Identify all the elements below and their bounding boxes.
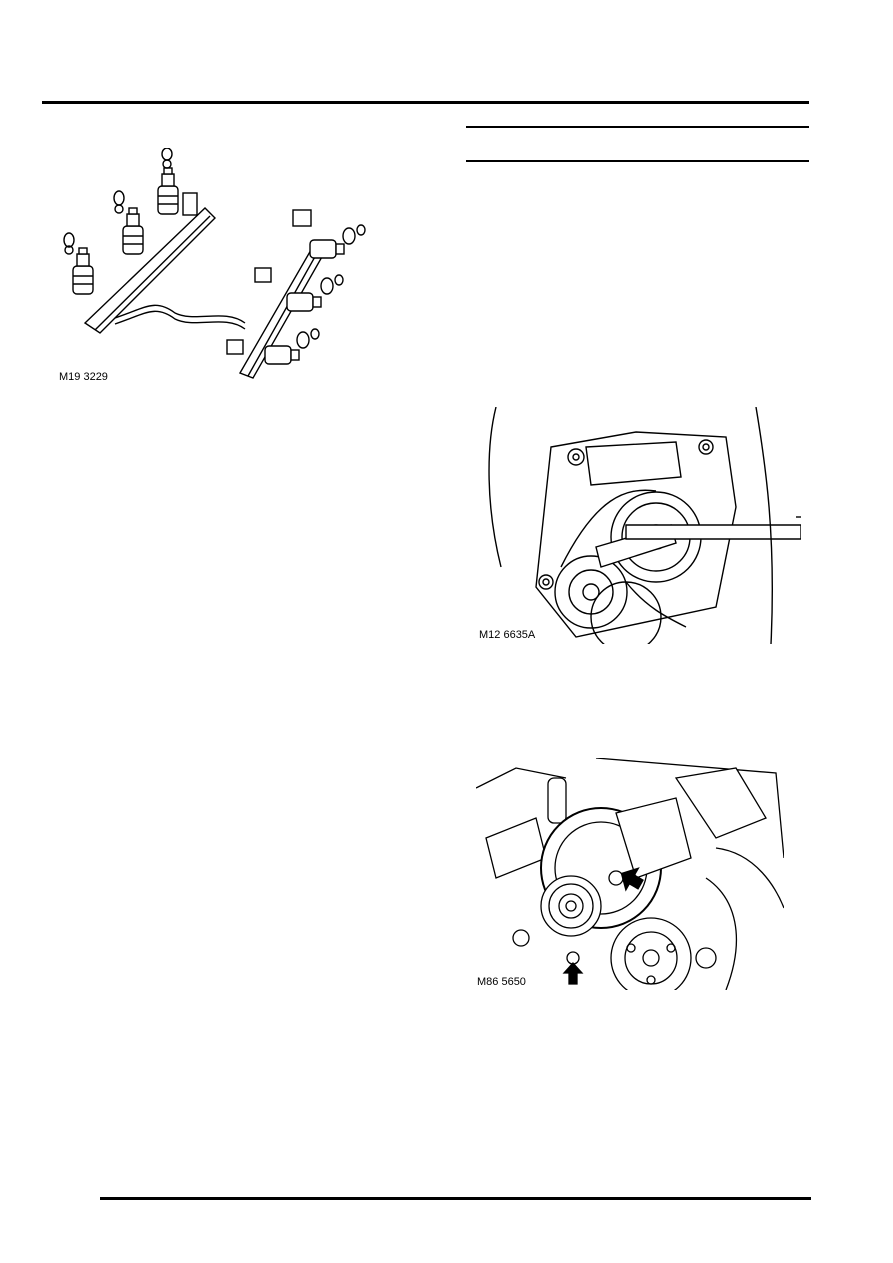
alternator-illustration — [476, 758, 784, 990]
figure-caption: M12 6635A — [478, 629, 537, 641]
footer-rule — [100, 1197, 811, 1200]
belt-tensioner-figure: M12 6635A — [476, 407, 801, 644]
figure-caption: M86 5650 — [476, 976, 527, 988]
fuel-rail-injectors-illustration — [63, 148, 366, 379]
figure-caption: M19 3229 — [58, 371, 109, 383]
section-bottom-rule — [466, 160, 809, 162]
belt-tensioner-illustration — [488, 407, 801, 644]
alternator-figure: M86 5650 — [476, 758, 784, 990]
fuel-rail-figure: M19 3229 — [55, 148, 390, 393]
header-rule — [42, 101, 809, 104]
section-top-rule — [466, 126, 809, 128]
